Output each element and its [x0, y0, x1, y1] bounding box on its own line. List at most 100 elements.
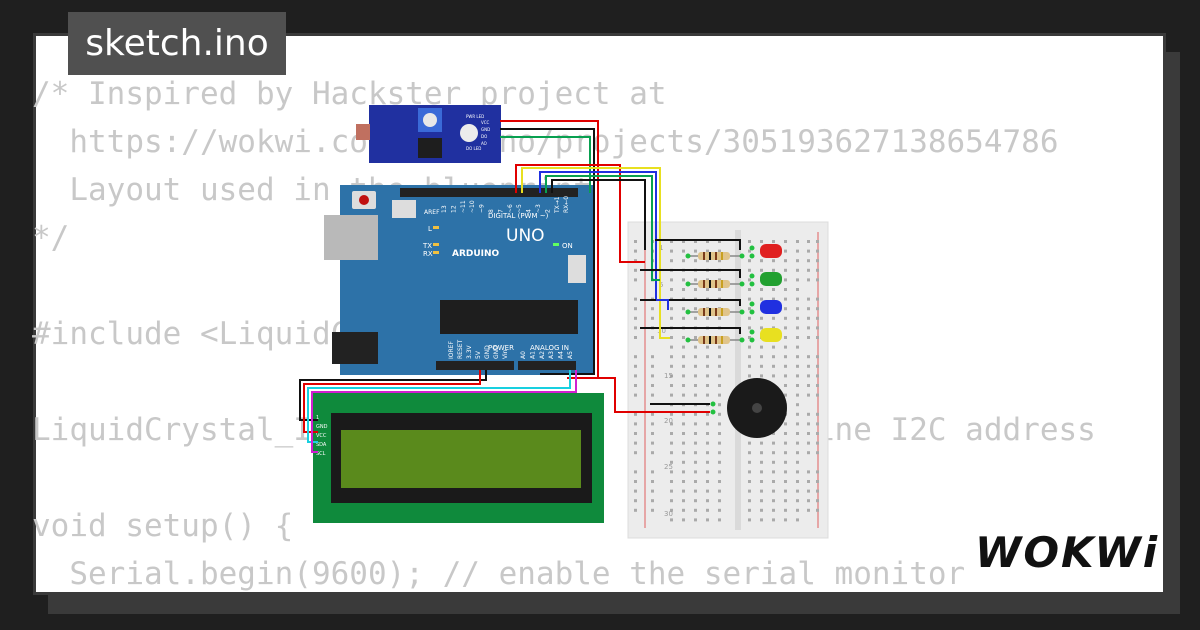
lcd-pin-label: 1	[316, 415, 319, 421]
bb-rail-hole	[634, 470, 637, 474]
bb-hole	[670, 355, 673, 359]
bb-rail-hole	[816, 384, 819, 387]
sensor-pin-label: AO	[481, 141, 487, 146]
digital-header	[400, 188, 578, 197]
digital-pin-label: ~11	[460, 200, 467, 213]
bb-rail-hole	[816, 480, 819, 483]
bb-hole	[772, 480, 775, 483]
bb-rail-hole	[816, 307, 819, 311]
buzzer[interactable]	[710, 378, 788, 438]
bb-rail-hole	[807, 470, 810, 474]
bb-hole	[784, 518, 787, 522]
bb-hole	[748, 326, 751, 330]
bb-hole	[796, 240, 799, 243]
bb-hole	[694, 518, 697, 522]
bb-hole	[694, 460, 697, 464]
lcd-screen	[341, 430, 581, 488]
bb-rail-hole	[807, 364, 810, 368]
led-yellow[interactable]	[760, 328, 782, 342]
bb-hole	[784, 384, 787, 387]
bb-rail-hole	[651, 393, 654, 397]
bb-hole	[718, 508, 721, 512]
bb-hole	[670, 384, 673, 387]
bb-hole	[784, 460, 787, 464]
resistor-band	[721, 252, 723, 260]
bb-rail-hole	[807, 499, 810, 503]
bb-hole	[772, 259, 775, 263]
bb-hole	[694, 470, 697, 474]
bb-hole	[718, 364, 721, 368]
led-red[interactable]	[760, 244, 782, 258]
bb-hole	[760, 316, 763, 320]
bb-hole	[784, 489, 787, 493]
bb-hole	[796, 288, 799, 291]
digital-pin-label: TX→1	[554, 196, 561, 214]
digital-label: DIGITAL (PWM ~)	[488, 212, 549, 220]
bb-hole	[694, 499, 697, 503]
bb-hole	[760, 508, 763, 512]
bb-hole	[682, 393, 685, 397]
bb-hole	[796, 307, 799, 311]
bb-rail-hole	[807, 259, 810, 263]
arduino-uno[interactable]: AREF DIGITAL (PWM ~) UNO ARDUINO ANALOG …	[324, 185, 595, 375]
resistor	[698, 336, 730, 344]
bb-hole	[784, 268, 787, 272]
bb-row-label: 20	[664, 417, 673, 425]
bb-hole	[796, 441, 799, 445]
bb-hole	[772, 451, 775, 455]
bb-hole	[694, 412, 697, 416]
bb-rail-hole	[634, 240, 637, 243]
bb-hole	[748, 249, 751, 253]
lcd-pin-label: SDA	[316, 442, 327, 448]
bb-hole	[760, 489, 763, 493]
bb-hole	[706, 364, 709, 368]
bb-hole	[706, 422, 709, 426]
bb-hole	[682, 345, 685, 349]
digital-pin-label: 8	[488, 209, 495, 213]
bb-hole	[682, 364, 685, 368]
bb-hole	[748, 364, 751, 368]
bb-rail-hole	[651, 451, 654, 455]
connection-dot	[749, 329, 755, 335]
bb-hole	[748, 470, 751, 474]
led-blue[interactable]	[760, 300, 782, 314]
bb-hole	[796, 470, 799, 474]
bb-rail-hole	[807, 326, 810, 330]
bb-hole	[718, 355, 721, 359]
bb-rail-hole	[816, 259, 819, 263]
connection-dot	[749, 337, 755, 343]
bb-rail-hole	[651, 384, 654, 387]
bb-hole	[670, 288, 673, 291]
connection-dot	[749, 301, 755, 307]
file-tab[interactable]: sketch.ino	[68, 12, 286, 75]
led-l	[433, 226, 439, 229]
bb-hole	[784, 422, 787, 426]
bb-hole	[682, 460, 685, 464]
bb-rail-hole	[816, 499, 819, 503]
bb-hole	[772, 326, 775, 330]
bb-hole	[706, 489, 709, 493]
code-line: void setup() {	[32, 508, 294, 544]
bb-hole	[718, 518, 721, 522]
bb-hole	[772, 268, 775, 272]
resistor-band	[703, 280, 705, 288]
analog-pin-label: A5	[567, 351, 574, 359]
bb-hole	[796, 412, 799, 416]
bb-hole	[670, 518, 673, 522]
bb-hole	[784, 470, 787, 474]
bb-hole	[682, 384, 685, 387]
led-green[interactable]	[760, 272, 782, 286]
bb-hole	[682, 470, 685, 474]
led-rx-label: RX	[423, 250, 433, 258]
bb-hole	[796, 451, 799, 455]
bb-rail-hole	[816, 326, 819, 330]
bb-hole	[694, 316, 697, 320]
bb-hole	[706, 316, 709, 320]
digital-pin-label: ~10	[469, 200, 476, 213]
sensor-led-label: PWR LED	[466, 114, 484, 119]
